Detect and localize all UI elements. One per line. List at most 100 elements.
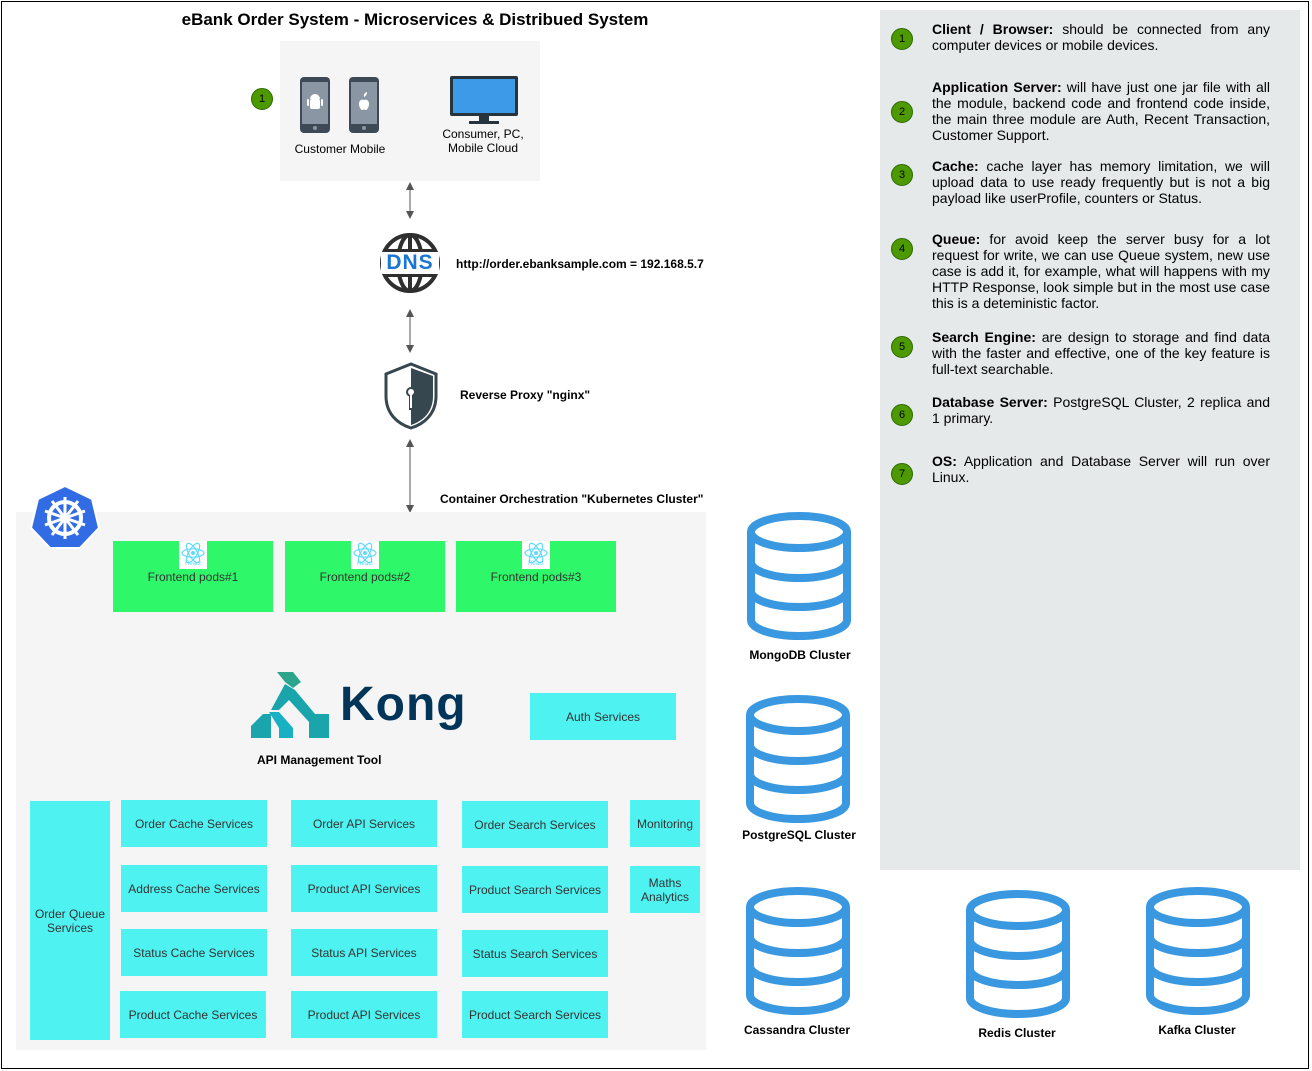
kong-logo-text: Kong [340, 678, 467, 731]
legend-item-2: Application Server: will have just one j… [932, 79, 1270, 143]
postgresql-cluster-label: PostgreSQL Cluster [742, 828, 856, 842]
legend-item-5: Search Engine: are design to storage and… [932, 329, 1270, 377]
auth-services-box[interactable]: Auth Services [530, 693, 676, 740]
react-caption: React [528, 561, 544, 567]
frontend-pod-3-label: Frontend pods#3 [490, 569, 582, 584]
consumer-pc-label-line2: Mobile Cloud [447, 141, 519, 155]
cache-service-label: Order Cache Services [134, 816, 254, 831]
kafka-db-icon [1146, 887, 1250, 1015]
react-icon [353, 542, 377, 564]
iphone-icon [349, 77, 379, 133]
maths-line2: Analytics [640, 889, 690, 904]
legend-item-4-text: for avoid keep the server busy for a lot… [932, 231, 1270, 311]
api-service-box[interactable]: Product API Services [291, 991, 437, 1038]
legend-badge-6: 6 [891, 404, 913, 426]
api-service-label: Order API Services [312, 816, 416, 831]
legend-badge-5: 5 [891, 336, 913, 358]
auth-services-label: Auth Services [565, 709, 641, 724]
step-badge-1: 1 [251, 88, 273, 110]
legend-item-7-head: OS: [932, 453, 957, 469]
legend-item-1-head: Client / Browser: [932, 21, 1054, 37]
legend-item-2-text: will have just one jar file with all the… [932, 79, 1271, 143]
order-queue-services-box[interactable]: Order Queue Services [30, 801, 110, 1040]
monitoring-label: Monitoring [636, 816, 694, 831]
kubernetes-icon [30, 485, 100, 549]
search-service-label: Order Search Services [474, 817, 596, 832]
api-service-label: Product API Services [307, 1007, 421, 1022]
dns-icon-text: DNS [386, 251, 434, 274]
legend-item-1: Client / Browser: should be connected fr… [932, 21, 1270, 53]
search-service-box[interactable]: Status Search Services [462, 930, 608, 977]
search-service-label: Status Search Services [472, 946, 598, 961]
cassandra-cluster-label: Cassandra Cluster [743, 1023, 851, 1037]
consumer-pc-label: Consumer, PC, Mobile Cloud [423, 127, 543, 155]
dns-url-label: http://order.ebanksample.com = 192.168.5… [456, 257, 704, 271]
reverse-proxy-shield-icon [384, 362, 438, 430]
android-phone-icon [300, 77, 330, 133]
react-icon [524, 542, 548, 564]
cache-service-box[interactable]: Product Cache Services [120, 991, 266, 1038]
legend-badge-3: 3 [891, 164, 913, 186]
cache-service-label: Address Cache Services [128, 881, 260, 896]
order-queue-line1: Order Queue [34, 906, 106, 921]
legend-item-1-text: should be connected from any computer de… [932, 21, 1270, 53]
legend-item-4: Queue: for avoid keep the server busy fo… [932, 231, 1270, 311]
legend-badge-2: 2 [891, 101, 913, 123]
legend-item-6: Database Server: PostgreSQL Cluster, 2 r… [932, 394, 1270, 426]
search-service-box[interactable]: Product Search Services [462, 866, 608, 913]
legend-item-2-head: Application Server: [932, 79, 1062, 95]
cache-service-label: Status Cache Services [133, 945, 255, 960]
cache-service-box[interactable]: Status Cache Services [121, 929, 267, 976]
api-service-label: Product API Services [307, 881, 421, 896]
legend-badge-7: 7 [891, 463, 913, 485]
legend-badge-4: 4 [891, 238, 913, 260]
react-logo-pod-1: React [179, 541, 207, 569]
dns-globe-icon [380, 233, 440, 293]
legend-item-5-head: Search Engine: [932, 329, 1036, 345]
api-service-box[interactable]: Product API Services [291, 865, 437, 912]
maths-line1: Maths [648, 875, 682, 890]
maths-analytics-box[interactable]: Maths Analytics [630, 866, 700, 913]
react-logo-pod-2: React [351, 541, 379, 569]
order-queue-line2: Services [46, 920, 93, 935]
desktop-monitor-icon [450, 76, 518, 124]
reverse-proxy-label: Reverse Proxy "nginx" [460, 388, 591, 402]
consumer-pc-label-line1: Consumer, PC, [442, 127, 524, 141]
customer-mobile-label: Customer Mobile [294, 142, 386, 156]
search-service-box[interactable]: Order Search Services [462, 801, 608, 848]
kafka-cluster-label: Kafka Cluster [1158, 1023, 1236, 1037]
frontend-pod-1-label: Frontend pods#1 [147, 569, 239, 584]
redis-cluster-label: Redis Cluster [978, 1026, 1056, 1040]
legend-item-3-text: cache layer has memory limitation, we wi… [932, 158, 1270, 206]
postgresql-db-icon [746, 695, 850, 823]
diagram-title: eBank Order System - Microservices & Dis… [181, 10, 649, 29]
legend-item-7: OS: Application and Database Server will… [932, 453, 1270, 485]
mongodb-cluster-label: MongoDB Cluster [749, 648, 851, 662]
api-service-label: Status API Services [311, 945, 417, 960]
legend-badge-1: 1 [891, 28, 913, 50]
mongodb-db-icon [747, 512, 851, 640]
cache-service-box[interactable]: Order Cache Services [121, 800, 267, 847]
api-management-label: API Management Tool [257, 753, 382, 767]
kubernetes-cluster-label: Container Orchestration "Kubernetes Clus… [440, 492, 704, 506]
kong-gorilla-icon [251, 672, 329, 738]
cache-service-box[interactable]: Address Cache Services [121, 865, 267, 912]
cassandra-db-icon [746, 887, 850, 1015]
legend-panel [880, 10, 1300, 870]
legend-item-4-head: Queue: [932, 231, 981, 247]
api-service-box[interactable]: Status API Services [291, 929, 437, 976]
legend-item-5-text: are design to storage and find data with… [932, 329, 1270, 377]
monitoring-box[interactable]: Monitoring [630, 800, 700, 847]
legend-item-6-head: Database Server: [932, 394, 1048, 410]
legend-item-6-text: PostgreSQL Cluster, 2 replica and 1 prim… [932, 394, 1270, 426]
legend-item-3: Cache: cache layer has memory limitation… [932, 158, 1270, 206]
search-service-box[interactable]: Product Search Services [462, 991, 608, 1038]
redis-db-icon [966, 890, 1070, 1018]
react-caption: React [185, 561, 201, 567]
api-service-box[interactable]: Order API Services [291, 800, 437, 847]
search-service-label: Product Search Services [468, 1007, 602, 1022]
legend-item-7-text: Application and Database Server will run… [932, 453, 1270, 485]
react-logo-pod-3: React [522, 541, 550, 569]
search-service-label: Product Search Services [468, 882, 602, 897]
